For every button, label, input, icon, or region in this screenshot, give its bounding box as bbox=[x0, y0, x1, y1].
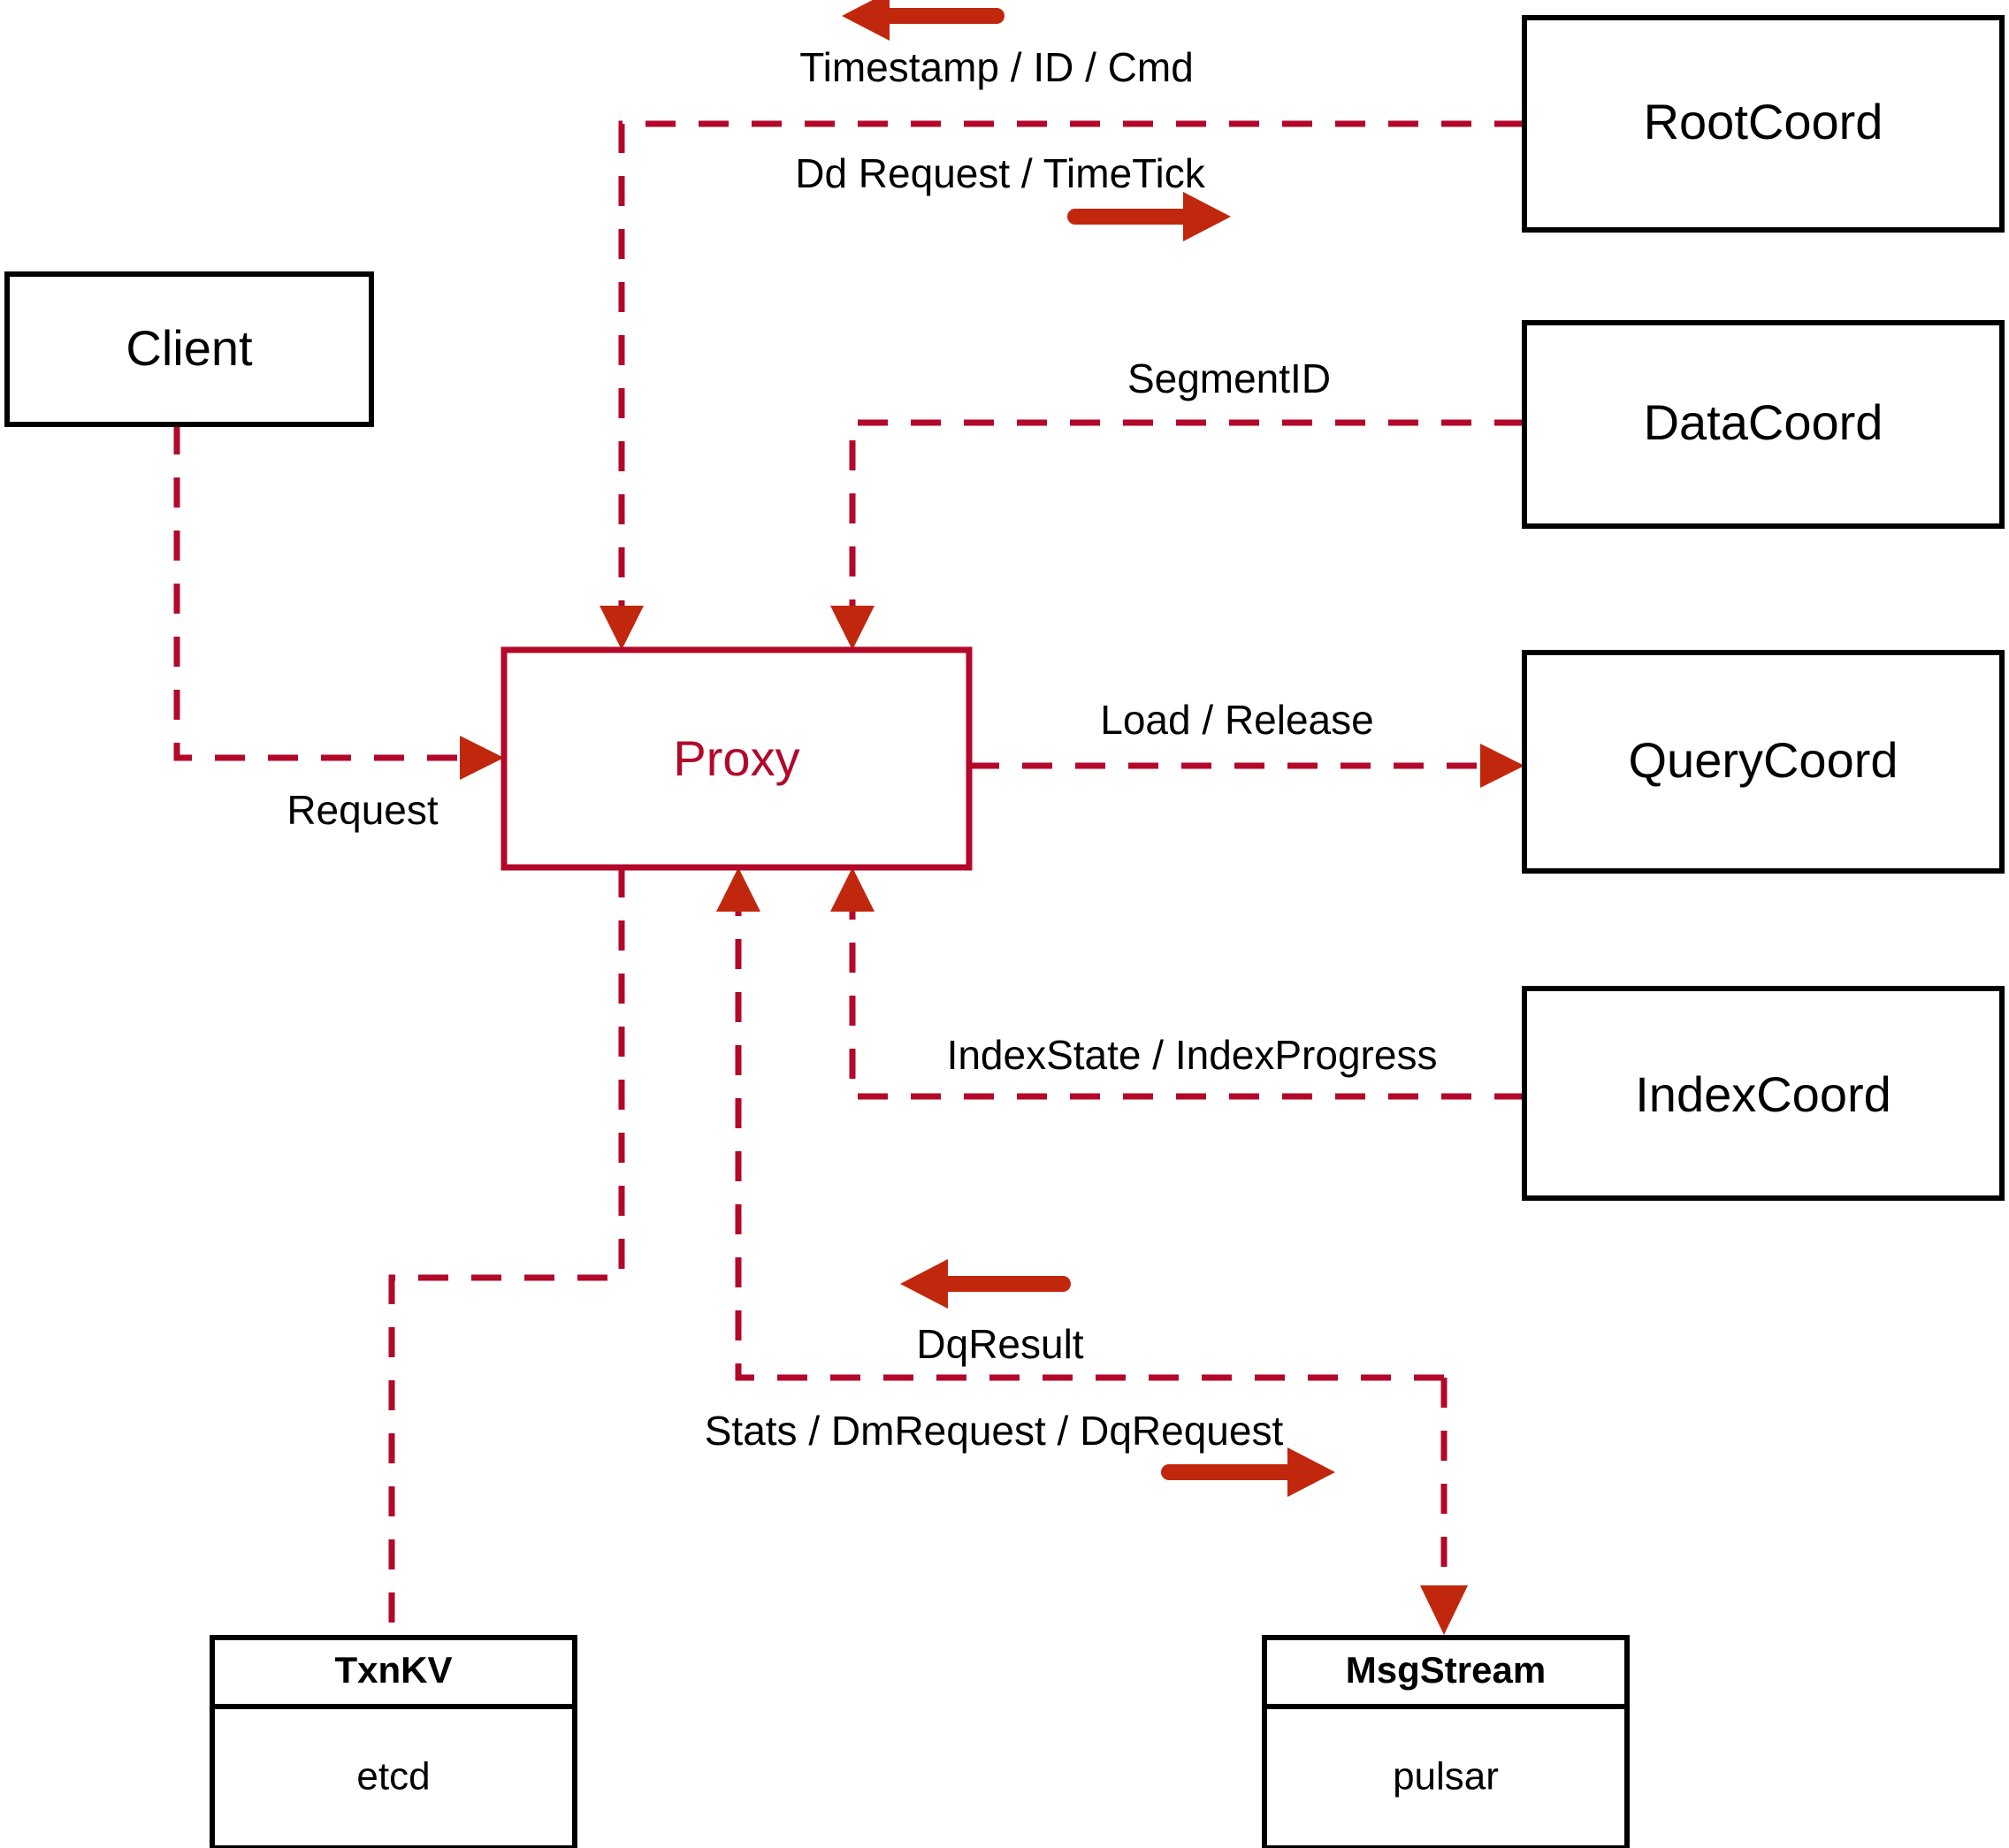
edge-label-request: Request bbox=[286, 787, 439, 833]
node-indexcoord[interactable]: IndexCoord bbox=[1522, 986, 2005, 1201]
flow-indexcoord-to-proxy bbox=[849, 890, 1524, 1100]
arrowhead-proxy-to-querycoord bbox=[1480, 744, 1524, 788]
direction-arrow-head-ddrequest bbox=[1183, 192, 1231, 241]
msgstream-box[interactable] bbox=[1262, 1635, 1630, 1848]
node-datacoord[interactable]: DataCoord bbox=[1522, 320, 2005, 529]
node-msgstream[interactable]: MsgStream pulsar bbox=[1262, 1635, 1630, 1848]
direction-arrow-head-dqrequest bbox=[1287, 1447, 1335, 1497]
edge-label-load-release: Load / Release bbox=[1100, 697, 1373, 743]
arrowhead-indexcoord-to-proxy bbox=[830, 867, 875, 912]
rootcoord-box[interactable] bbox=[1522, 15, 2005, 233]
msgstream-title: MsgStream bbox=[1346, 1649, 1546, 1691]
flow-datacoord-to-proxy bbox=[849, 419, 1524, 628]
edge-label-segmentid: SegmentID bbox=[1127, 355, 1331, 401]
indexcoord-label: IndexCoord bbox=[1635, 1066, 1891, 1122]
node-proxy[interactable]: Proxy bbox=[500, 646, 973, 871]
edge-label-dqresult: DqResult bbox=[916, 1321, 1083, 1367]
indexcoord-box[interactable] bbox=[1522, 986, 2005, 1201]
txnkv-title: TxnKV bbox=[334, 1649, 452, 1691]
arrowhead-rootcoord-to-proxy bbox=[600, 606, 644, 650]
client-box[interactable] bbox=[4, 271, 374, 427]
msgstream-impl-label: pulsar bbox=[1393, 1755, 1499, 1798]
querycoord-label: QueryCoord bbox=[1628, 732, 1898, 788]
flow-proxy-to-txnkv bbox=[388, 867, 625, 1638]
arrowhead-client-to-proxy bbox=[460, 736, 504, 780]
proxy-box[interactable] bbox=[500, 646, 973, 871]
client-label: Client bbox=[126, 320, 253, 376]
querycoord-box[interactable] bbox=[1522, 650, 2005, 874]
node-client[interactable]: Client bbox=[4, 271, 374, 427]
node-querycoord[interactable]: QueryCoord bbox=[1522, 650, 2005, 874]
rootcoord-label: RootCoord bbox=[1644, 94, 1883, 149]
txnkv-box[interactable] bbox=[210, 1635, 577, 1848]
arrowhead-msgstream-to-proxy bbox=[716, 867, 760, 912]
datacoord-label: DataCoord bbox=[1644, 394, 1883, 450]
arrowhead-datacoord-to-proxy bbox=[830, 606, 875, 650]
node-rootcoord[interactable]: RootCoord bbox=[1522, 15, 2005, 233]
arrowhead-proxy-to-msgstream bbox=[1420, 1585, 1468, 1635]
edge-label-timestamp-id-cmd: Timestamp / ID / Cmd bbox=[799, 44, 1194, 90]
direction-arrow-head-dqresult bbox=[900, 1259, 948, 1309]
direction-arrow-head-timestamp bbox=[842, 0, 890, 41]
edge-label-indexstate-indexprogress: IndexState / IndexProgress bbox=[947, 1032, 1438, 1078]
edge-label-stats-dmrequest-dqrequest: Stats / DmRequest / DqRequest bbox=[705, 1408, 1284, 1454]
flow-msgstream-to-proxy bbox=[735, 890, 1444, 1381]
flow-rootcoord-to-proxy bbox=[618, 120, 1524, 628]
node-txnkv[interactable]: TxnKV etcd bbox=[210, 1635, 577, 1848]
flow-client-to-proxy bbox=[173, 424, 482, 761]
txnkv-impl-label: etcd bbox=[356, 1755, 430, 1798]
proxy-label: Proxy bbox=[673, 730, 799, 786]
edge-label-dd-request-timetick: Dd Request / TimeTick bbox=[795, 150, 1206, 196]
datacoord-box[interactable] bbox=[1522, 320, 2005, 529]
